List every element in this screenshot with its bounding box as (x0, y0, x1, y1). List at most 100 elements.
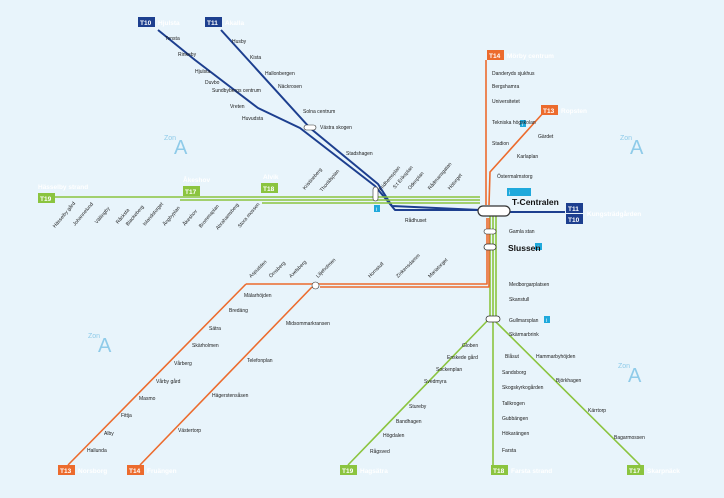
zone-label: Zon (620, 135, 632, 142)
station-label: Sandsborg (502, 370, 526, 376)
station-label: Bandhagen (396, 419, 422, 425)
station-label: Karlaplan (517, 154, 538, 160)
terminal-hjulsta[interactable]: T10 Hjulsta (138, 17, 180, 27)
zone-label: Zon (164, 135, 176, 142)
station-label: Hammarbyhöjden (536, 354, 576, 360)
zone-label: Zon (88, 333, 100, 340)
line-badge-label: T13 (543, 108, 555, 115)
tcentralen-interchange[interactable] (477, 205, 511, 217)
station-label: Sundbybergs centrum (212, 88, 261, 94)
zone-letter: A (98, 335, 112, 357)
terminal-tcentralen[interactable]: T-Centralen (512, 197, 559, 207)
station-label: Tekniska högskolan (492, 120, 536, 126)
station-label: Tallkrogen (502, 401, 525, 407)
terminal-name: Akalla (225, 20, 245, 27)
terminal-fruangen[interactable]: T14 Fruängen (127, 465, 177, 475)
terminal-name: Ropsten (561, 108, 587, 115)
station-label: Alby (104, 431, 114, 437)
terminal-name: Hässelby strand (38, 184, 88, 191)
blue-line-stations: Tensta Rinkeby Hjulsta Duvbo Sundbybergs… (165, 36, 427, 224)
terminal-morby[interactable]: T14 Mörby centrum (487, 50, 554, 60)
terminal-alvik[interactable]: T18 Alvik (261, 174, 279, 193)
terminal-name: Farsta strand (511, 468, 552, 475)
station-label: Rågsved (370, 448, 390, 455)
zone-marker: Zon A (88, 333, 112, 357)
station-label: Huvudsta (242, 116, 263, 122)
terminal-skarpnack[interactable]: T17 Skarpnäck (627, 465, 680, 475)
station-label: Fittja (121, 413, 132, 419)
liljeholmen-interchange[interactable] (311, 281, 320, 290)
station-label: Stadshagen (346, 151, 373, 157)
terminal-akalla[interactable]: T11 Akalla (205, 17, 245, 27)
line-t11-route (220, 29, 481, 211)
line-t10-route (157, 29, 480, 211)
terminal-name: Alvik (263, 174, 279, 181)
station-label: Gärdet (538, 134, 554, 140)
terminal-slussen[interactable]: Slussen (508, 243, 541, 253)
fridhemsplan-interchange[interactable] (372, 186, 379, 202)
station-label: Skogskyrkogården (502, 384, 544, 391)
terminal-ropsten[interactable]: T13 Ropsten (541, 105, 587, 115)
station-label: Västra skogen (320, 125, 352, 131)
terminal-farsta-strand[interactable]: T18 Farsta strand (491, 465, 552, 475)
station-label: Tensta (165, 36, 180, 42)
station-label: Bergshamra (492, 84, 519, 90)
line-badge-label: T10 (568, 217, 580, 224)
line-t13-north (488, 111, 545, 206)
station-label: Näckrosen (278, 84, 302, 90)
station-label: Östermalmstorg (497, 173, 533, 180)
station-label: Hallonbergen (265, 71, 295, 77)
station-label: Björkhagen (556, 378, 582, 384)
info-icon-text: i (522, 122, 523, 128)
slussen-interchange[interactable] (483, 243, 497, 251)
gullmarsplan-interchange[interactable] (485, 315, 501, 323)
red-north-stations: Danderyds sjukhus Bergshamra Universitet… (492, 71, 554, 180)
terminal-name: Slussen (508, 243, 541, 253)
terminal-name: Hjulsta (158, 20, 180, 27)
station-label: Husby (232, 39, 247, 45)
info-icon: i (520, 120, 526, 128)
terminal-name: Fruängen (147, 468, 177, 475)
station-label: Medborgarplatsen (509, 282, 550, 288)
line-south-2 (320, 218, 490, 288)
gamlastan-marker[interactable] (483, 228, 497, 235)
line-badge-label: T17 (185, 189, 197, 196)
commuter-rail-icon: i (507, 188, 531, 197)
line-badge-label: T10 (140, 20, 152, 27)
terminal-name: Norsborg (78, 468, 107, 475)
station-label: Västertorp (178, 428, 201, 434)
terminal-akeshov[interactable]: T17 Åkeshov (183, 175, 210, 196)
station-label: Rådhuset (405, 217, 427, 224)
info-icon: i (544, 316, 550, 324)
terminal-kungstradgarden[interactable]: T11 T10 Kungsträdgården (566, 203, 641, 224)
station-label: Rinkeby (178, 52, 197, 58)
station-label: Danderyds sjukhus (492, 71, 535, 77)
line-t13-south (67, 283, 247, 466)
info-icon: i (374, 205, 380, 213)
station-label: Vårberg (174, 360, 192, 367)
blue-line (157, 29, 565, 213)
terminal-name: Hagsätra (360, 468, 388, 475)
station-label: Enskede gård (447, 354, 478, 361)
station-label: Gubbängen (502, 416, 528, 422)
station-label: Blåsut (505, 353, 520, 360)
station-label: Stadion (492, 141, 509, 147)
terminal-norsborg[interactable]: T13 Norsborg (58, 465, 107, 475)
line-badge-label: T18 (493, 468, 505, 475)
station-label: Solna centrum (303, 109, 335, 115)
vastraskogen-interchange[interactable] (303, 124, 317, 131)
terminal-hagsatra[interactable]: T19 Hagsätra (340, 465, 388, 475)
station-label: Duvbo (205, 80, 220, 86)
zone-letter: A (174, 137, 188, 159)
station-label: Stureby (409, 404, 427, 410)
station-label: Hökarängen (502, 431, 529, 437)
terminal-hasselby[interactable]: T19 Hässelby strand (38, 184, 88, 203)
zone-marker: Zon A (618, 363, 642, 387)
station-label: Mälarhöjden (244, 293, 272, 299)
station-label: Hjulsta (195, 69, 211, 75)
terminal-name: Mörby centrum (507, 53, 554, 60)
zone-letter: A (630, 137, 644, 159)
line-badge-label: T19 (40, 196, 52, 203)
